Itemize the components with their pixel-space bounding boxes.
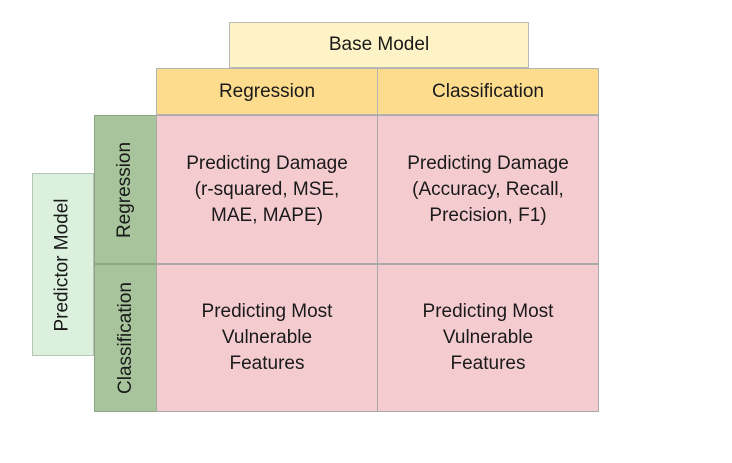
cell-line: MAE, MAPE)	[211, 204, 323, 226]
cell-regression-classification: Predicting Damage (Accuracy, Recall, Pre…	[377, 115, 599, 264]
cell-line: Predicting Most	[201, 301, 333, 322]
row-header-regression: Regression	[94, 115, 157, 264]
cell-line: (r-squared, MSE,	[194, 178, 340, 200]
cell-regression-regression: Predicting Damage (r-squared, MSE, MAE, …	[156, 115, 378, 264]
row-header-label: Regression	[114, 141, 136, 238]
column-header-label: Classification	[432, 80, 544, 102]
cell-line: Vulnerable	[221, 327, 313, 348]
base-model-label: Base Model	[328, 34, 430, 55]
cell-line: (Accuracy, Recall,	[412, 178, 564, 200]
cell-line: Precision, F1)	[429, 204, 547, 226]
column-header-regression: Regression	[156, 68, 378, 115]
predictor-model-header: Predictor Model	[32, 173, 94, 356]
cell-classification-regression: Predicting Most Vulnerable Features	[156, 264, 378, 412]
cell-line: Predicting Damage	[186, 152, 348, 174]
column-header-classification: Classification	[377, 68, 599, 115]
cell-line: Predicting Damage	[407, 152, 569, 174]
row-header-classification: Classification	[94, 264, 157, 412]
cell-line: Predicting Most	[422, 301, 554, 322]
cell-line: Features	[229, 353, 305, 374]
cell-line: Vulnerable	[442, 327, 534, 348]
predictor-model-label: Predictor Model	[52, 197, 73, 332]
row-header-label: Classification	[114, 282, 136, 394]
base-model-header: Base Model	[229, 22, 529, 68]
cell-classification-classification: Predicting Most Vulnerable Features	[377, 264, 599, 412]
column-header-label: Regression	[218, 80, 316, 102]
cell-line: Features	[450, 353, 526, 374]
